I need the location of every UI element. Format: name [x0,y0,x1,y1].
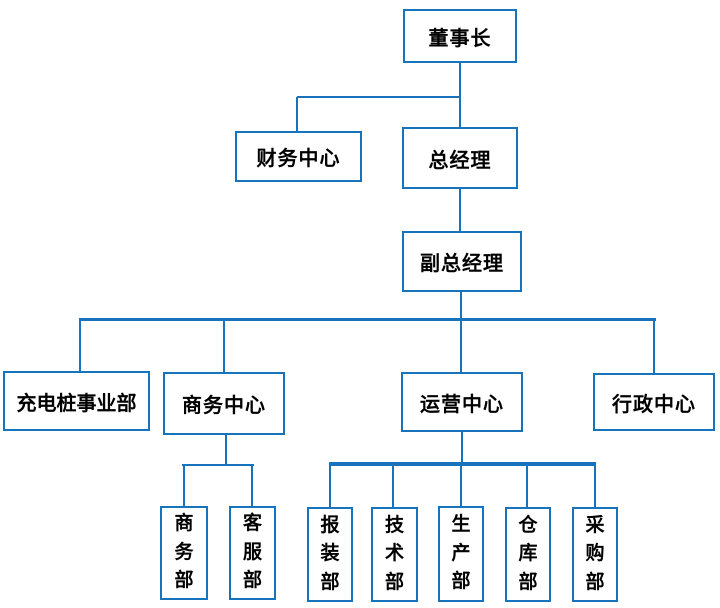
org-node-finance-center: 财务中心 [235,131,362,182]
connector-drop-customer-service-dept [251,466,253,506]
org-node-operations-center-label: 运营中心 [420,393,504,416]
connector-bus-operations-center-children [329,462,596,466]
connector-operations-center-bus [461,432,463,464]
connector-gm-dgm [459,189,461,231]
org-node-warehouse-dept-label: 仓库部 [518,514,538,593]
connector-drop-admin-center [653,321,655,373]
connector-bus-business-center-children [182,464,254,466]
connector-dgm-bus [460,292,462,320]
connector-drop-installation-dept [329,466,331,507]
org-node-technology-dept-label: 技术部 [384,514,404,593]
connector-drop-business-dept [183,466,185,506]
org-node-admin-center-label: 行政中心 [612,393,696,416]
org-node-procurement-dept-label: 采购部 [585,514,605,593]
org-node-production-dept-label: 生产部 [451,514,471,593]
org-node-business-dept-label: 商务部 [174,513,194,592]
connector-drop-warehouse-dept [526,466,528,507]
org-node-admin-center: 行政中心 [593,373,715,431]
connector-drop-technology-dept [392,466,394,507]
connector-drop-charging-pile-division [79,321,81,371]
connector-drop-operations-center [460,321,462,372]
org-node-general-manager: 总经理 [402,127,518,189]
org-node-customer-service-dept: 客服部 [229,506,276,600]
connector-drop-procurement-dept [594,466,596,507]
org-node-finance-center-label: 财务中心 [256,148,341,170]
org-node-customer-service-dept-label: 客服部 [242,513,262,592]
org-node-charging-pile-division: 充电桩事业部 [3,371,150,431]
org-node-business-dept: 商务部 [160,506,208,600]
connector-business-center-bus [225,435,227,466]
org-node-production-dept: 生产部 [438,506,484,602]
org-node-technology-dept: 技术部 [371,507,418,602]
org-node-deputy-general-manager: 副总经理 [402,231,522,292]
connector-drop-finance-center [296,97,298,131]
connector-bus-level3 [79,318,656,321]
connector-drop-production-dept [460,466,462,506]
org-node-operations-center: 运营中心 [401,372,523,432]
org-node-chairman-label: 董事长 [428,27,492,50]
org-node-business-center: 商务中心 [163,372,285,435]
connector-drop-business-center [223,321,225,372]
org-node-chairman: 董事长 [403,9,517,63]
org-node-general-manager-label: 总经理 [428,149,492,172]
org-node-deputy-general-manager-label: 副总经理 [420,253,504,275]
connector-chairman-gm [459,63,461,127]
connector-chairman-branch [297,96,461,98]
org-node-business-center-label: 商务中心 [182,395,266,417]
org-node-charging-pile-division-label: 充电桩事业部 [16,392,137,415]
org-node-installation-dept: 报装部 [307,507,353,602]
org-node-warehouse-dept: 仓库部 [505,507,551,602]
org-node-procurement-dept: 采购部 [572,507,618,602]
org-node-installation-dept-label: 报装部 [320,514,340,593]
